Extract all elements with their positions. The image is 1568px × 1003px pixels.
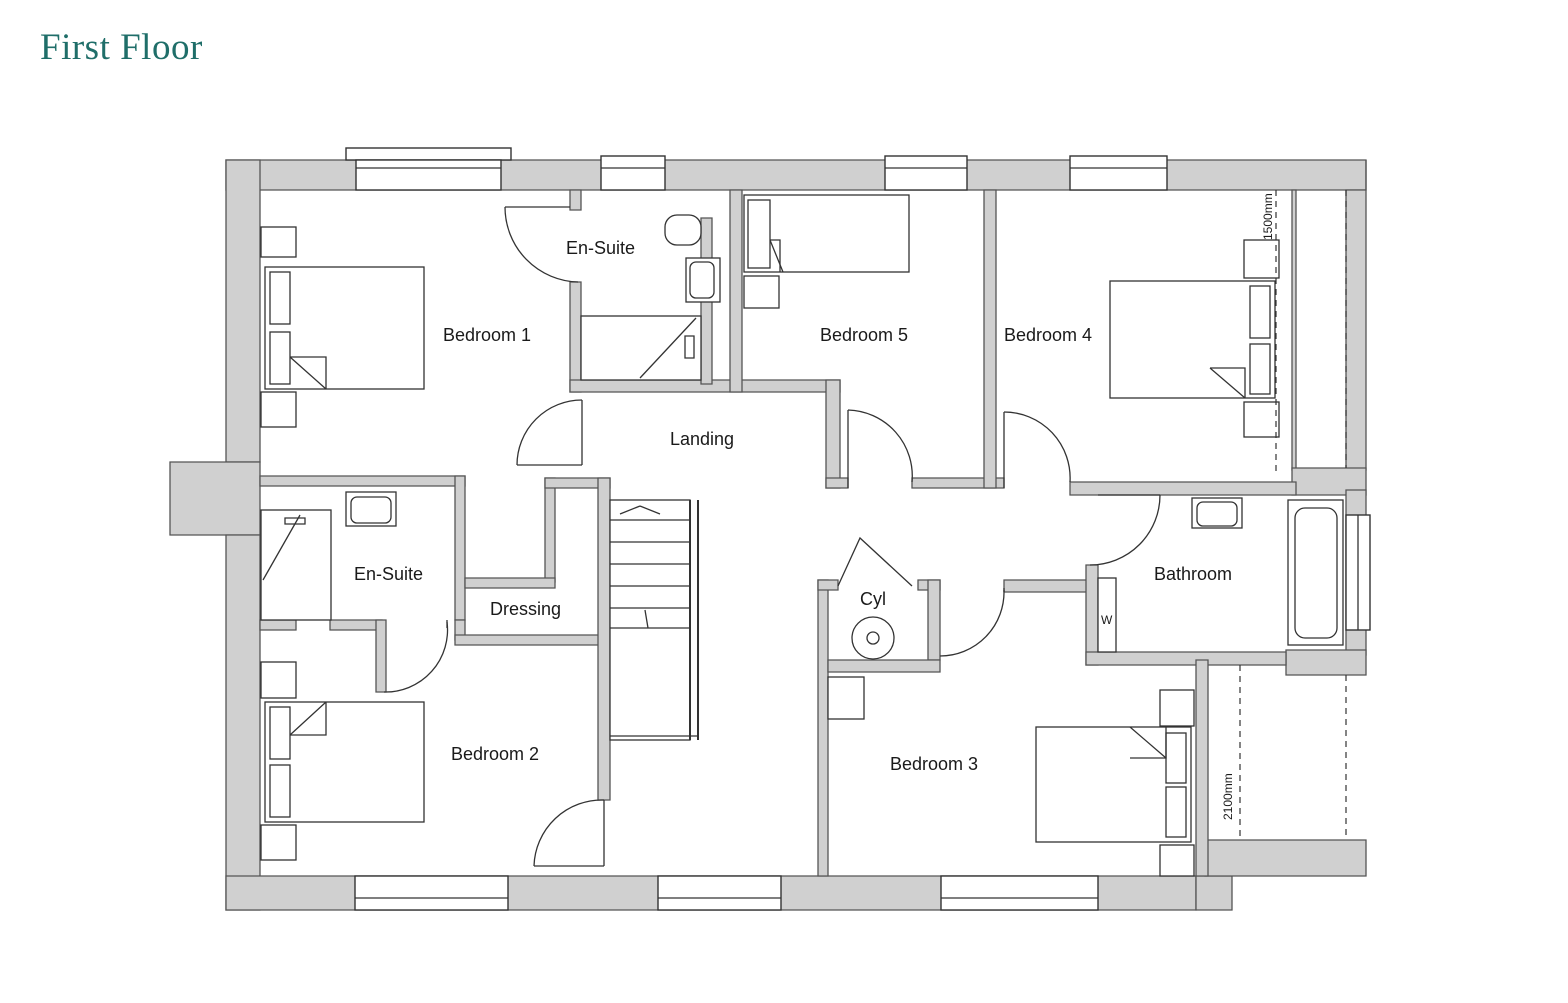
label-bedroom-2: Bedroom 2 xyxy=(451,744,539,764)
label-cyl: Cyl xyxy=(860,589,886,609)
label-bedroom-4: Bedroom 4 xyxy=(1004,325,1092,345)
label-bedroom-5: Bedroom 5 xyxy=(820,325,908,345)
dimension-2100mm: 2100mm xyxy=(1221,773,1235,820)
label-ensuite-top: En-Suite xyxy=(566,238,635,258)
furniture xyxy=(260,190,1347,877)
label-bedroom-1: Bedroom 1 xyxy=(443,325,531,345)
dimension-1500mm: 1500mm xyxy=(1261,193,1275,240)
plan-title: First Floor xyxy=(40,27,203,68)
label-bathroom: Bathroom xyxy=(1154,564,1232,584)
windows xyxy=(345,147,1371,911)
label-ensuite-left: En-Suite xyxy=(354,564,423,584)
label-dressing: Dressing xyxy=(490,599,561,619)
doors xyxy=(383,206,1161,867)
label-wardrobe: W xyxy=(1101,613,1113,627)
label-landing: Landing xyxy=(670,429,734,449)
interior-walls xyxy=(259,189,1297,877)
label-bedroom-3: Bedroom 3 xyxy=(890,754,978,774)
